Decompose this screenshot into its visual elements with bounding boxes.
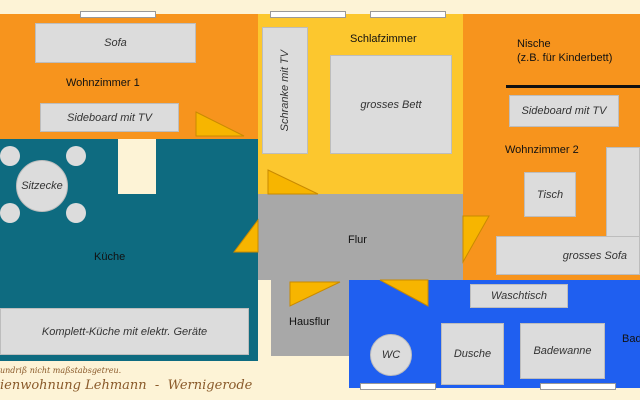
furniture-sofa: Sofa xyxy=(35,23,196,63)
room-label-schlafzimmer: Schlafzimmer xyxy=(350,33,417,45)
window-bad-left xyxy=(360,383,436,390)
furniture-waschtisch: Waschtisch xyxy=(470,284,568,308)
room-label-bad: Bad xyxy=(622,333,640,345)
room-label-flur: Flur xyxy=(348,234,367,246)
room-label-nische: Nische xyxy=(517,38,551,50)
furniture-bett: grosses Bett xyxy=(330,55,452,154)
furniture-schrank: Schranke mit TV xyxy=(262,27,308,154)
furniture-chair-4 xyxy=(66,203,86,223)
door-wohnzimmer-1 xyxy=(195,111,245,137)
room-label-nische-note: (z.B. für Kinderbett) xyxy=(517,52,613,64)
furniture-sideboard-1: Sideboard mit TV xyxy=(40,103,179,132)
furniture-wc: WC xyxy=(370,334,412,376)
room-label-wohnzimmer-1: Wohnzimmer 1 xyxy=(66,77,140,89)
furniture-kuechenzeile: Komplett-Küche mit elektr. Geräte xyxy=(0,308,249,355)
passage-kueche xyxy=(118,139,156,194)
furniture-chair-1 xyxy=(0,146,20,166)
furniture-tisch: Tisch xyxy=(524,172,576,217)
room-label-kueche: Küche xyxy=(94,251,126,263)
footer-title: ienwohnung Lehmann - Wernigerode xyxy=(0,378,253,393)
furniture-sideboard-2: Sideboard mit TV xyxy=(509,95,619,127)
door-wohnzimmer-2 xyxy=(462,215,490,264)
room-label-hausflur: Hausflur xyxy=(289,316,330,328)
door-hausflur xyxy=(289,281,341,307)
room-label-wohnzimmer-2: Wohnzimmer 2 xyxy=(505,144,579,156)
furniture-grosses-sofa: grosses Sofa xyxy=(496,236,640,275)
window-schlafzimmer-right xyxy=(370,11,446,18)
door-bad xyxy=(379,279,429,307)
footer-note: undriß nicht maßstabsgetreu. xyxy=(0,366,122,375)
furniture-schrank-label: Schranke mit TV xyxy=(279,49,291,132)
nische-divider xyxy=(506,85,640,88)
furniture-badewanne: Badewanne xyxy=(520,323,605,379)
furniture-dusche: Dusche xyxy=(441,323,504,385)
furniture-chair-3 xyxy=(0,203,20,223)
door-schlafzimmer xyxy=(267,169,319,195)
furniture-chair-2 xyxy=(66,146,86,166)
window-bad-right xyxy=(540,383,616,390)
room-flur xyxy=(258,194,463,280)
door-kueche xyxy=(233,218,259,253)
furniture-sitzecke: Sitzecke xyxy=(16,160,68,212)
window-wohnzimmer-1 xyxy=(80,11,156,18)
window-schlafzimmer-left xyxy=(270,11,346,18)
